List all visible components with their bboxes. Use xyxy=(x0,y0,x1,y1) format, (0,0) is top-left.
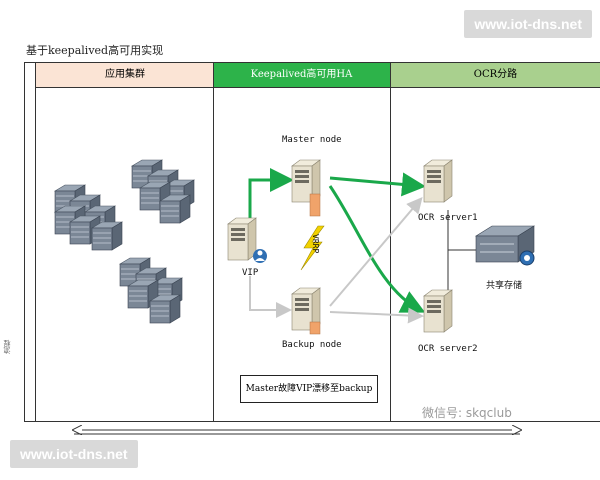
lane-header-keepalived: Keepalived高可用HA xyxy=(213,63,390,88)
master-node-icon xyxy=(291,159,321,217)
lane-header-app-cluster: 应用集群 xyxy=(35,63,214,88)
shared-storage-icon xyxy=(474,225,536,266)
vip-user-icon xyxy=(253,249,267,263)
lane-header-ocr: OCR分路 xyxy=(390,63,600,88)
lane-separator-2 xyxy=(213,63,214,421)
watermark-bottom: www.iot-dns.net xyxy=(10,440,138,468)
lane-separator-3 xyxy=(390,63,391,421)
app-cluster-servers xyxy=(54,159,195,324)
ocr-server2-icon xyxy=(423,289,453,333)
backup-node-icon xyxy=(291,287,321,335)
vrrp-bolt xyxy=(300,225,325,271)
shared-storage-label: 共享存储 xyxy=(486,281,523,291)
master-node-label: Master node xyxy=(282,135,342,145)
diagram-title: 基于keepalived高可用实现 xyxy=(26,44,164,57)
vip-label: VIP xyxy=(242,268,259,278)
wechat-id: 微信号: skqclub xyxy=(422,406,512,420)
ocr-server2-label: OCR server2 xyxy=(418,344,478,354)
lane-separator-1 xyxy=(35,63,36,421)
vip-server-icon xyxy=(227,217,257,261)
diagram-frame: 应用集群 Keepalived高可用HA OCR分路 xyxy=(24,62,600,422)
backup-node-label: Backup node xyxy=(282,340,342,350)
vrrp-label: VRRP xyxy=(311,234,320,254)
ocr-server1-label: OCR server1 xyxy=(418,213,478,223)
failover-arrows xyxy=(248,168,488,324)
failover-note: Master故障VIP漂移至backup xyxy=(240,375,378,403)
watermark-top: www.iot-dns.net xyxy=(464,10,592,38)
ocr-server1-icon xyxy=(423,159,453,203)
